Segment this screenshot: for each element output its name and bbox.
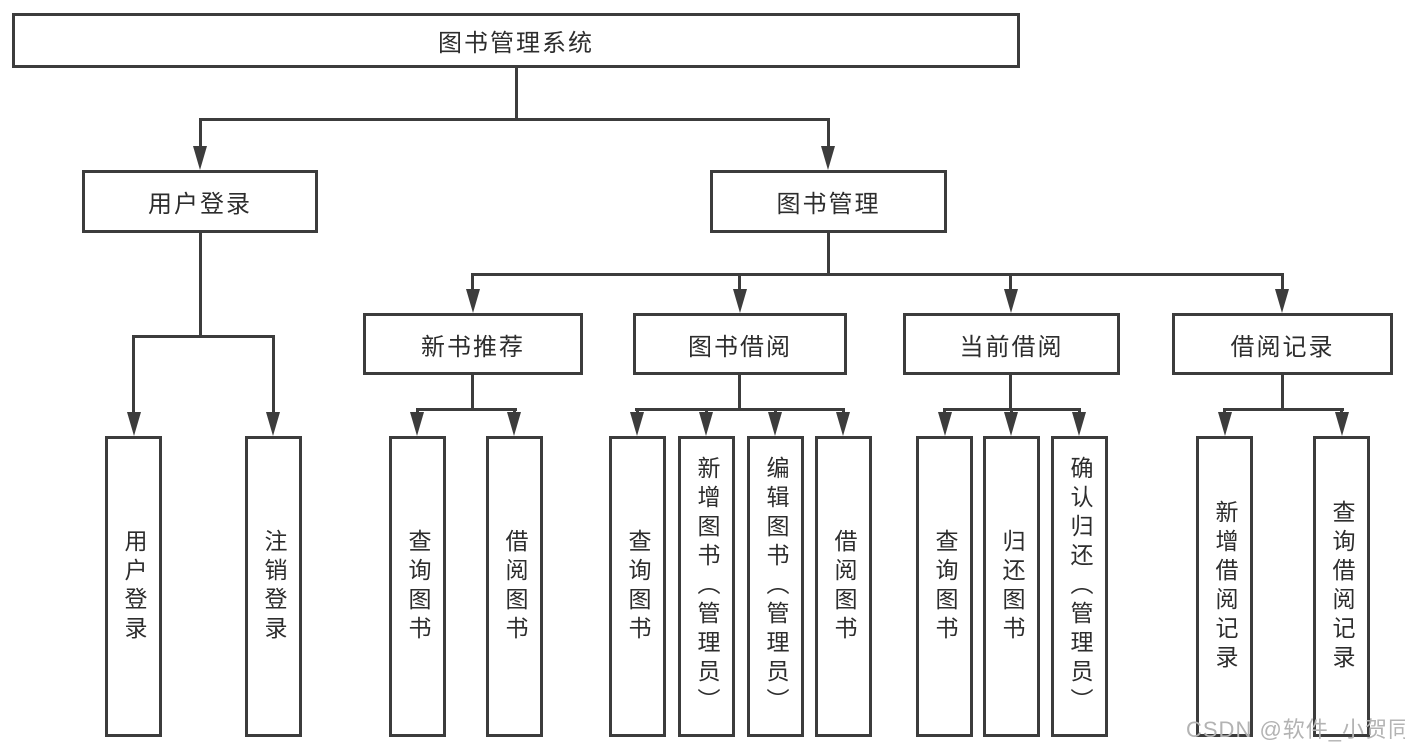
node-label: 借阅记录 bbox=[1230, 333, 1335, 361]
arrow-down-icon bbox=[466, 289, 480, 313]
node-library-management-system: 图书管理系统 bbox=[12, 13, 1020, 68]
leaf-query-books-borrowing: 查询图书 bbox=[609, 436, 666, 737]
node-current-borrowing: 当前借阅 bbox=[903, 313, 1120, 375]
arrow-down-icon bbox=[507, 412, 521, 436]
leaf-label: 编辑图书（管理员） bbox=[763, 456, 789, 717]
connector-line bbox=[827, 118, 830, 148]
connector-line bbox=[1223, 408, 1344, 411]
leaf-label: 归还图书 bbox=[999, 528, 1025, 645]
arrow-down-icon bbox=[1004, 412, 1018, 436]
connector-line bbox=[1009, 375, 1012, 411]
leaf-label: 确认归还（管理员） bbox=[1067, 456, 1093, 717]
arrow-down-icon bbox=[733, 289, 747, 313]
node-borrowing-records: 借阅记录 bbox=[1172, 313, 1393, 375]
connector-line bbox=[199, 118, 830, 121]
leaf-label: 查询图书 bbox=[625, 528, 651, 645]
node-label: 图书借阅 bbox=[688, 333, 792, 361]
node-label: 新书推荐 bbox=[421, 333, 525, 361]
leaf-label: 新增图书（管理员） bbox=[694, 456, 720, 717]
node-label: 图书管理系统 bbox=[438, 30, 594, 57]
arrow-down-icon bbox=[266, 412, 280, 436]
connector-line bbox=[471, 273, 474, 291]
arrow-down-icon bbox=[127, 412, 141, 436]
node-label: 图书管理 bbox=[776, 191, 881, 218]
leaf-edit-books-admin: 编辑图书（管理员） bbox=[747, 436, 804, 737]
node-book-management: 图书管理 bbox=[710, 170, 947, 233]
arrow-down-icon bbox=[1218, 412, 1232, 436]
leaf-borrow-books-borrowing: 借阅图书 bbox=[815, 436, 872, 737]
node-label: 当前借阅 bbox=[959, 333, 1064, 361]
connector-line bbox=[132, 335, 135, 413]
node-new-book-recommend: 新书推荐 bbox=[363, 313, 583, 375]
leaf-user-login: 用户登录 bbox=[105, 436, 162, 737]
connector-line bbox=[827, 233, 830, 275]
arrow-down-icon bbox=[699, 412, 713, 436]
connector-line bbox=[635, 408, 845, 411]
leaf-query-borrow-record: 查询借阅记录 bbox=[1313, 436, 1370, 737]
leaf-label: 新增借阅记录 bbox=[1212, 499, 1238, 674]
connector-line bbox=[471, 375, 474, 411]
connector-line bbox=[1281, 273, 1284, 291]
csdn-watermark: CSDN @软件_小贺同学 bbox=[1186, 717, 1405, 742]
connector-line bbox=[738, 273, 741, 291]
leaf-return-books: 归还图书 bbox=[983, 436, 1040, 737]
leaf-label: 注销登录 bbox=[261, 528, 287, 645]
connector-line bbox=[272, 335, 275, 413]
arrow-down-icon bbox=[938, 412, 952, 436]
arrow-down-icon bbox=[1275, 289, 1289, 313]
arrow-down-icon bbox=[1335, 412, 1349, 436]
connector-line bbox=[132, 335, 275, 338]
node-user-login: 用户登录 bbox=[82, 170, 318, 233]
leaf-label: 查询图书 bbox=[932, 528, 958, 645]
arrow-down-icon bbox=[836, 412, 850, 436]
leaf-label: 用户登录 bbox=[121, 528, 147, 645]
node-book-borrowing: 图书借阅 bbox=[633, 313, 847, 375]
arrow-down-icon bbox=[821, 146, 835, 170]
connector-line bbox=[1281, 375, 1284, 411]
connector-line bbox=[1009, 273, 1012, 291]
node-label: 用户登录 bbox=[148, 191, 252, 218]
leaf-label: 查询图书 bbox=[405, 528, 431, 645]
arrow-down-icon bbox=[768, 412, 782, 436]
leaf-query-books-current: 查询图书 bbox=[916, 436, 973, 737]
leaf-label: 查询借阅记录 bbox=[1329, 499, 1355, 674]
leaf-add-borrow-record: 新增借阅记录 bbox=[1196, 436, 1253, 737]
connector-line bbox=[471, 273, 1283, 276]
connector-line bbox=[199, 118, 202, 148]
leaf-add-books-admin: 新增图书（管理员） bbox=[678, 436, 735, 737]
arrow-down-icon bbox=[630, 412, 644, 436]
leaf-confirm-return-admin: 确认归还（管理员） bbox=[1051, 436, 1108, 737]
connector-line bbox=[515, 67, 518, 119]
connector-line bbox=[738, 375, 741, 411]
arrow-down-icon bbox=[410, 412, 424, 436]
leaf-borrow-books-recommend: 借阅图书 bbox=[486, 436, 543, 737]
leaf-query-books-recommend: 查询图书 bbox=[389, 436, 446, 737]
arrow-down-icon bbox=[193, 146, 207, 170]
arrow-down-icon bbox=[1072, 412, 1086, 436]
connector-line bbox=[416, 408, 517, 411]
leaf-label: 借阅图书 bbox=[502, 528, 528, 645]
arrow-down-icon bbox=[1004, 289, 1018, 313]
leaf-logout-login: 注销登录 bbox=[245, 436, 302, 737]
leaf-label: 借阅图书 bbox=[831, 528, 857, 645]
connector-line bbox=[199, 233, 202, 337]
